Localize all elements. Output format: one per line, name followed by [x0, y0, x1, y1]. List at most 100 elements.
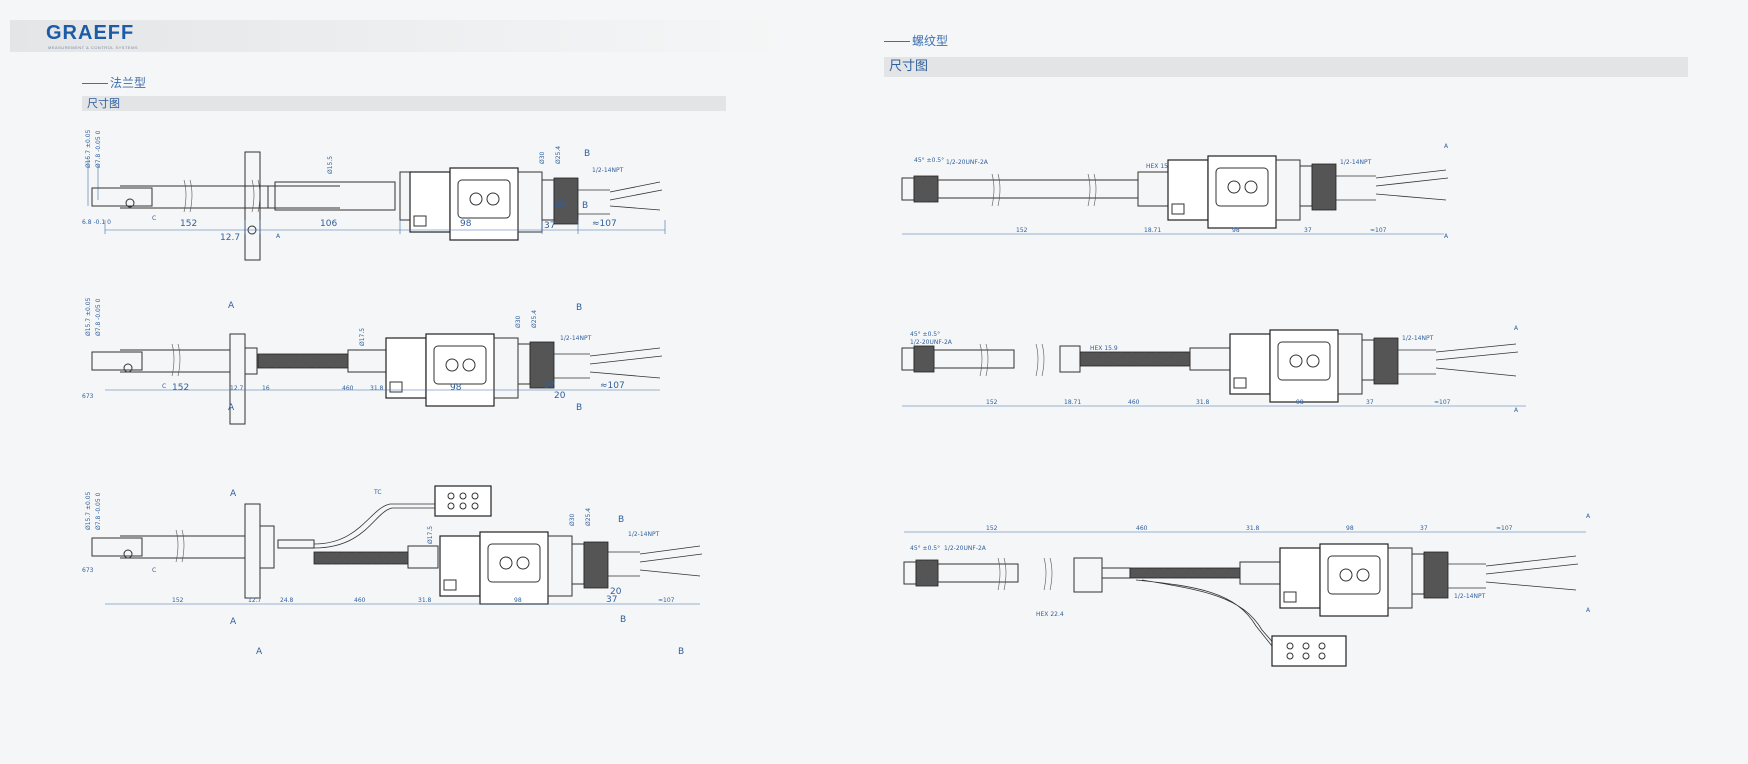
flange-drawing-2: Ø15.7 ±0.05 Ø7.8 -0.05 0 C 673 A Ø17.5 Ø… [82, 297, 663, 425]
dim-152: 152 [180, 219, 197, 229]
dim-152: 152 [172, 597, 184, 604]
dim-20: 20 [554, 200, 566, 210]
tip-label: 673 [82, 393, 94, 400]
probe-dia: Ø17.5 [359, 328, 366, 346]
dim-31-8: 31.8 [1246, 525, 1260, 532]
brand-logo: GRAEFF [46, 22, 135, 44]
section-mark-a-foot: A [256, 647, 263, 657]
dim-12-7: 12.7 [220, 233, 240, 243]
dim-37: 37 [606, 595, 617, 605]
hex-label: HEX 15.9 [1146, 163, 1174, 170]
c-label: C [162, 383, 166, 390]
dim-37: 37 [544, 381, 555, 391]
hex-label: HEX 22.4 [1036, 611, 1064, 618]
section-mark-b-bottom: B [576, 403, 582, 413]
header-band [10, 20, 790, 52]
small-dim-1: Ø30 [515, 315, 522, 328]
thread-drawing-3: 45° ±0.5° 1/2-20UNF-2A HEX 22.4 TC 1/2-1… [903, 513, 1591, 667]
dim-12-7: 12.7 [230, 385, 244, 392]
section-tag-flange: 法兰型 [82, 74, 146, 91]
section-mark-a-top: A [228, 301, 235, 311]
dim-31-8: 31.8 [370, 385, 384, 392]
dim-152: 152 [986, 399, 998, 406]
dim-460: 460 [342, 385, 354, 392]
small-dim-2: Ø25.4 [585, 508, 592, 526]
flange-drawing-3: Ø15.7 ±0.05 Ø7.8 -0.05 0 C 673 A TC Ø17.… [82, 485, 703, 657]
thread-label: 1/2-14NPT [592, 167, 624, 174]
dim-20: 20 [554, 391, 566, 401]
section-mark-a-top: A [1514, 325, 1519, 332]
small-dim-1: Ø30 [539, 151, 546, 164]
thread-tip-label: 1/2-20UNF-2A [910, 339, 953, 346]
section-mark-b-bottom: B [582, 201, 588, 211]
small-dim-2: Ø25.4 [555, 146, 562, 164]
section-tag-thread: 螺纹型 [884, 32, 948, 49]
dia-label-outer: Ø15.7 ±0.05 [85, 129, 92, 168]
small-dim-1: Ø30 [569, 513, 576, 526]
dim-98: 98 [1232, 227, 1240, 234]
thread-label: 1/2-14NPT [1402, 335, 1434, 342]
dim-152: 152 [1016, 227, 1028, 234]
small-dim-2: Ø25.4 [531, 310, 538, 328]
dim-12-7: 12.7 [248, 597, 262, 604]
thread-label: 1/2-14NPT [560, 335, 592, 342]
dim-98: 98 [450, 383, 462, 393]
thread-tip-label: 1/2-20UNF-2A [944, 545, 987, 552]
dim-98: 98 [514, 597, 522, 604]
section-mark-b-top: B [618, 515, 624, 525]
left-page: GRAEFF MEASUREMENT & CONTROL SYSTEMS 法兰型… [0, 0, 800, 764]
tip-label: 673 [82, 567, 94, 574]
probe-dia: Ø17.5 [427, 526, 434, 544]
dim-107: ≈107 [600, 381, 625, 391]
dim-460: 460 [1128, 399, 1140, 406]
dim-107: ≈107 [592, 219, 617, 229]
section-mark-a-top: A [1444, 143, 1449, 150]
thread-drawing-1: 45° ±0.5° 1/2-20UNF-2A HEX 15.9 1/2-14NP… [901, 143, 1449, 240]
dia-label-inner: Ø7.8 -0.05 0 [95, 492, 102, 530]
dim-107: ≈107 [1496, 525, 1513, 532]
dia-label-outer: Ø15.7 ±0.05 [85, 491, 92, 530]
dim-18-71: 18.71 [1064, 399, 1081, 406]
thread-drawing-2: 45° ±0.5° 1/2-20UNF-2A HEX 15.9 1/2-14NP… [901, 325, 1526, 414]
section-mark-a-bottom: A [228, 403, 235, 413]
dia-label-inner: Ø7.8 -0.05 0 [95, 130, 102, 168]
angle-label: 45° ±0.5° [910, 545, 940, 552]
dim-18-71: 18.71 [1144, 227, 1161, 234]
flange-drawing-1: Ø15.7 ±0.05 Ø7.8 -0.05 0 C 6.8 -0.1 0 Ø1… [82, 129, 666, 261]
section-mark-a-bottom: A [1444, 233, 1449, 240]
section-mark-b-top: B [576, 303, 582, 313]
c-label: C [152, 567, 156, 574]
dimension-title-right: 尺寸图 [884, 57, 1688, 77]
dim-98: 98 [460, 219, 472, 229]
section-mark-a-top: A [1586, 513, 1591, 520]
dim-107: ≈107 [1434, 399, 1451, 406]
tip-label: 6.8 -0.1 0 [82, 219, 111, 226]
dim-152: 152 [172, 383, 189, 393]
dim-460: 460 [1136, 525, 1148, 532]
dim-98: 98 [1296, 399, 1304, 406]
section-mark-b-bottom: B [620, 615, 626, 625]
thread-tip-label: 1/2-20UNF-2A [946, 159, 989, 166]
thread-label: 1/2-14NPT [1340, 159, 1372, 166]
dim-20: 20 [610, 587, 622, 597]
right-page: 螺纹型 尺寸图 45° ±0.5° 1/2-20UNF-2A HEX 15.9 … [874, 0, 1748, 764]
section-mark-b-foot: B [678, 647, 684, 657]
dim-31-8: 31.8 [1196, 399, 1210, 406]
tc-label: TC [373, 489, 382, 496]
thread-label: 1/2-14NPT [1454, 593, 1486, 600]
section-mark-a-bottom: A [230, 617, 237, 627]
section-mark-a-top: A [230, 489, 237, 499]
dim-16: 16 [262, 385, 270, 392]
hex-label: HEX 15.9 [1090, 345, 1118, 352]
angle-label: 45° ±0.5° [914, 157, 944, 164]
section-mark-a-bottom: A [1514, 407, 1519, 414]
section-mark-a: A [276, 233, 281, 240]
thread-label: 1/2-14NPT [628, 531, 660, 538]
dim-37: 37 [1304, 227, 1312, 234]
dia-label-inner: Ø7.8 -0.05 0 [95, 298, 102, 336]
angle-label: 45° ±0.5° [910, 331, 940, 338]
probe-dia: Ø15.5 [327, 156, 334, 174]
dim-98: 98 [1346, 525, 1354, 532]
section-mark-b-top: B [584, 149, 590, 159]
dim-37: 37 [544, 221, 555, 231]
